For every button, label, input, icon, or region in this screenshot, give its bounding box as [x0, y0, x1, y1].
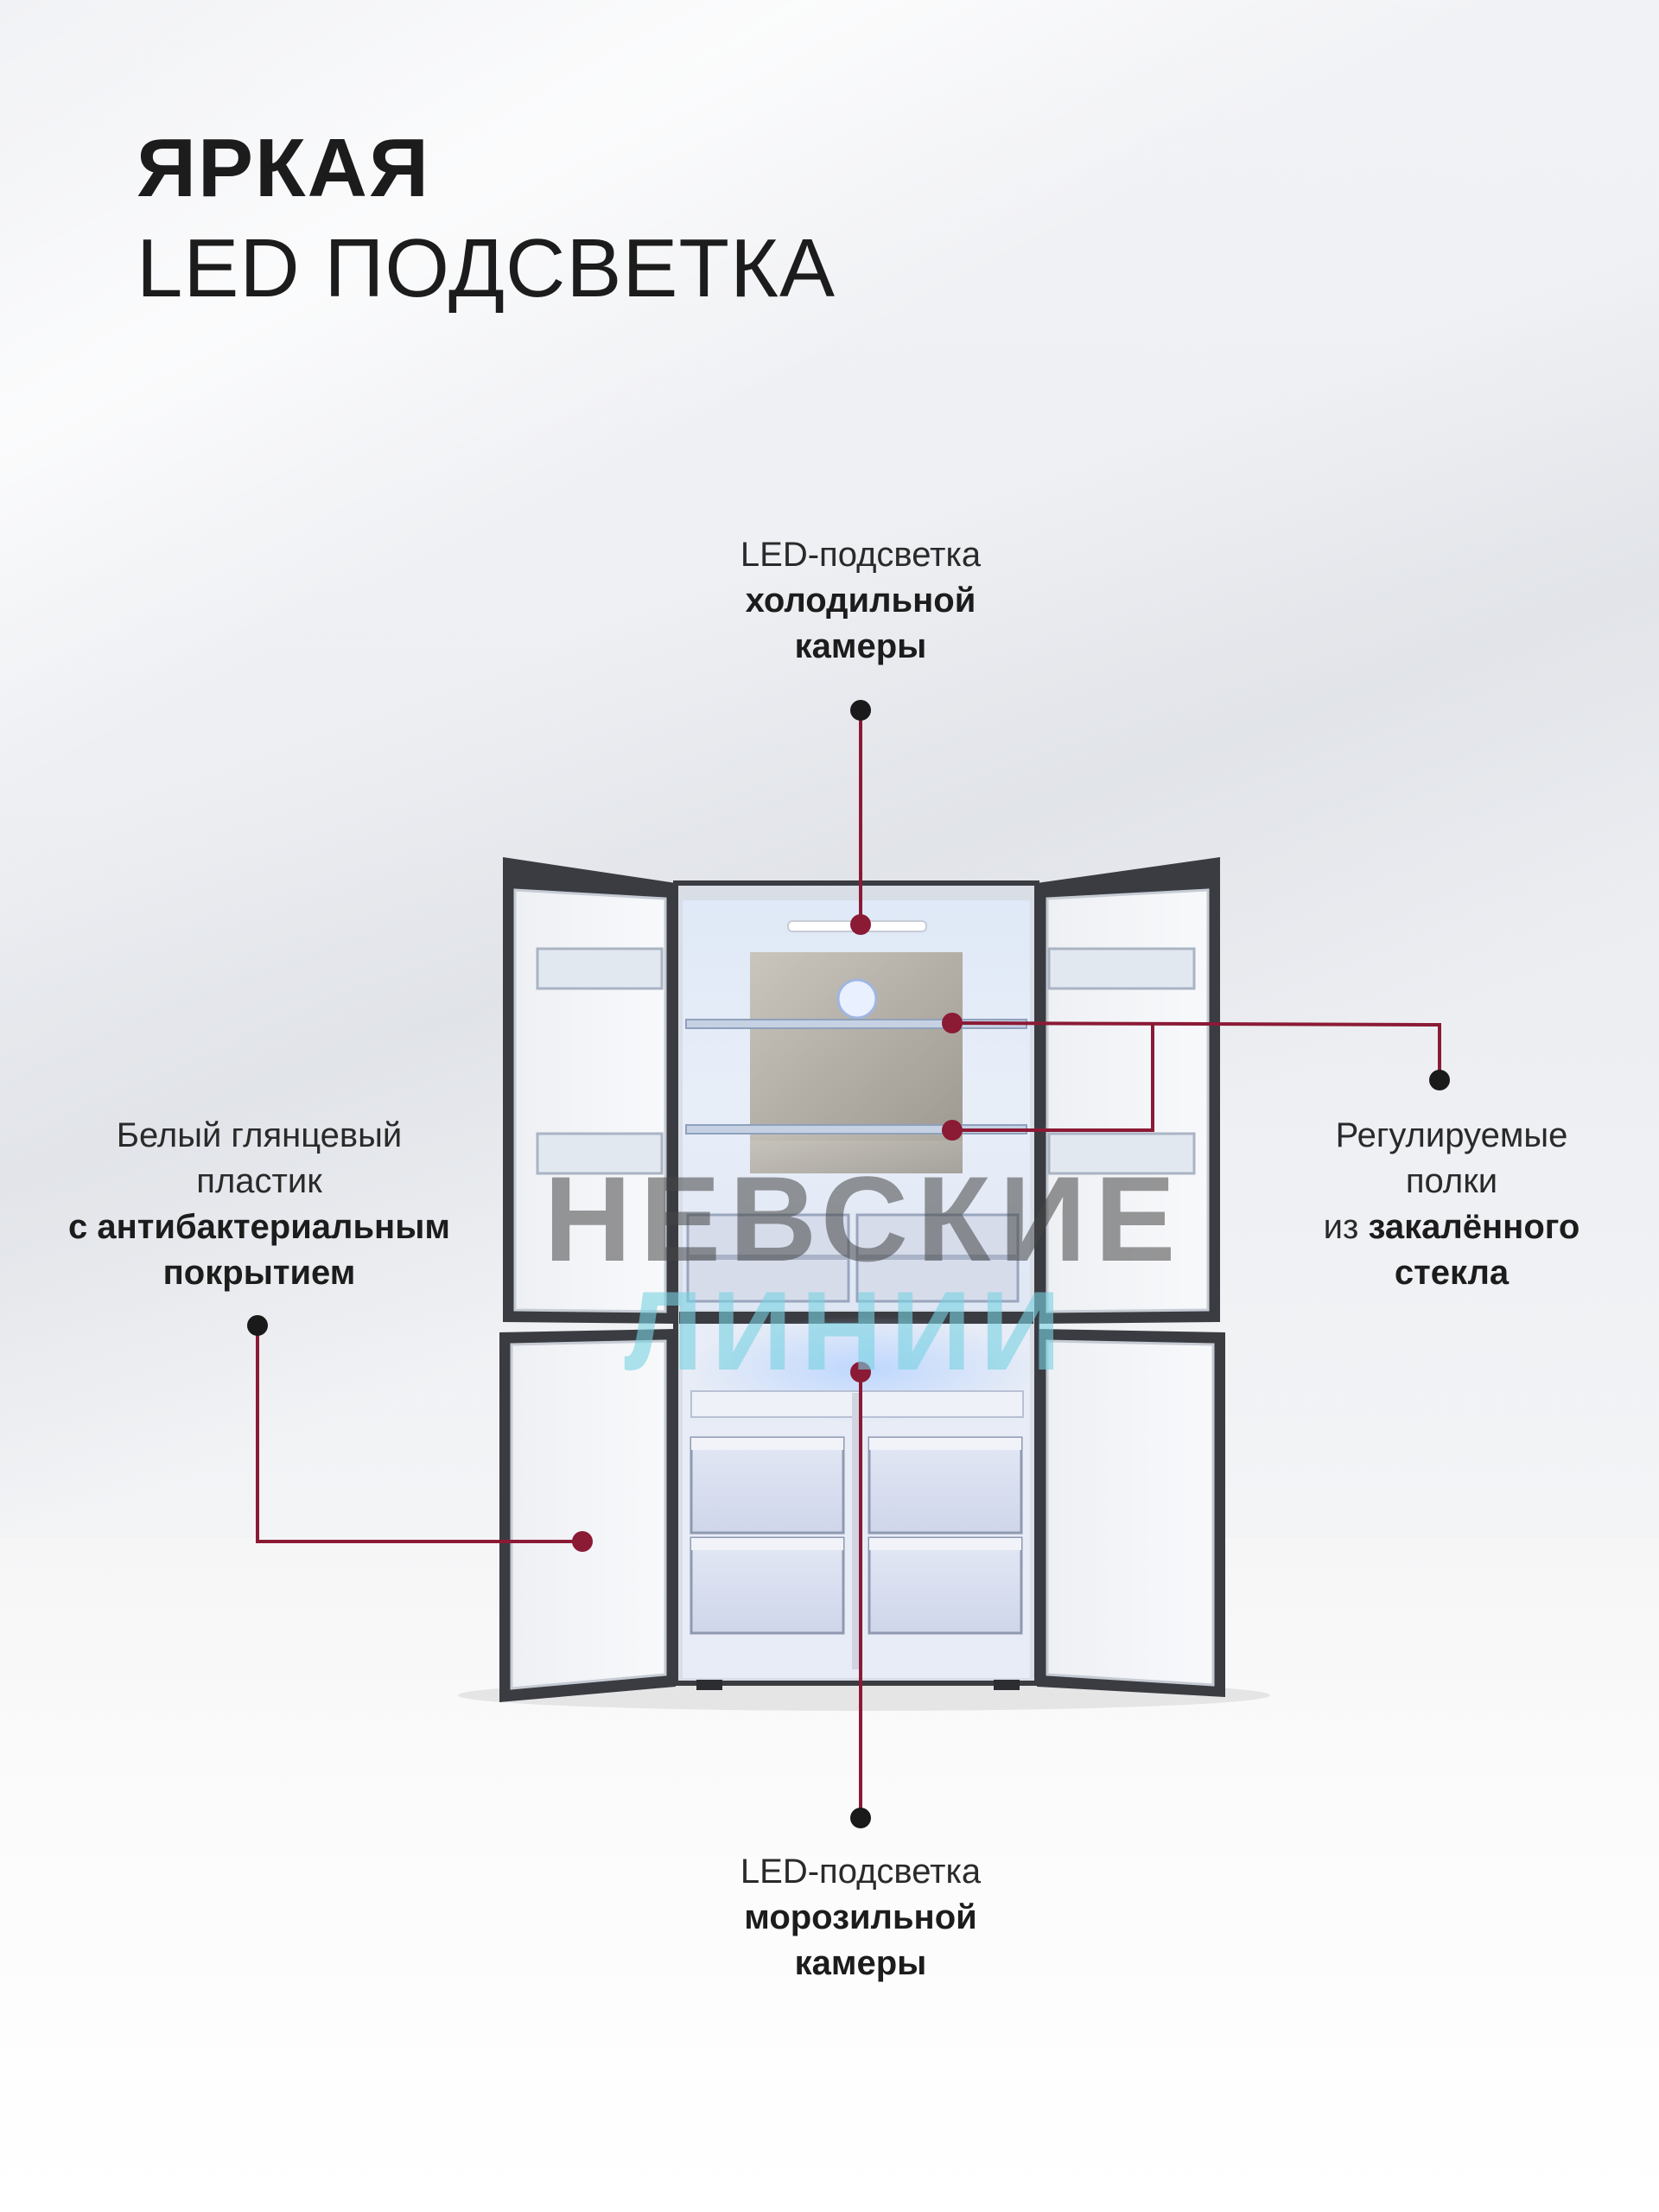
- fridge-foot: [696, 1680, 722, 1690]
- callout-fridge-light: LED-подсветка холодильной камеры: [648, 532, 1073, 670]
- callout-shelves-line4: стекла: [1394, 1254, 1510, 1292]
- door-bin: [536, 1132, 664, 1175]
- callout-fridge-light-line1: LED-подсветка: [740, 536, 982, 574]
- callout-plastic-line1: Белый глянцевый: [116, 1116, 403, 1154]
- right-lower-door-liner: [1046, 1339, 1215, 1687]
- drawer-rim: [869, 1438, 1021, 1450]
- callout-lines: [256, 710, 1441, 1818]
- headline-line2: LED ПОДСВЕТКА: [137, 222, 836, 315]
- callout-fridge-light-line3: камеры: [794, 627, 927, 665]
- door-bin: [536, 947, 664, 990]
- accent-dot: [850, 1362, 871, 1382]
- callout-shelves-line3: из закалённого: [1262, 1205, 1642, 1250]
- callout-fridge-light-line2: холодильной: [745, 582, 976, 620]
- callout-line-shelves: [951, 1021, 1441, 1080]
- callout-plastic: Белый глянцевый пластик с антибактериаль…: [17, 1113, 501, 1296]
- callout-plastic-line3: с антибактериальным: [68, 1208, 450, 1246]
- freezer-drawer: [868, 1436, 1023, 1535]
- freezer-drawer: [868, 1536, 1023, 1635]
- callout-line-plastic: [256, 1325, 582, 1543]
- callout-accent-dots: [572, 914, 963, 1552]
- crisper-trim: [688, 1255, 849, 1260]
- freezer-drawer: [690, 1436, 845, 1535]
- watermark-line2: ЛИНИИ: [624, 1268, 1070, 1394]
- callout-shelves-line1: Регулируемые: [1335, 1116, 1568, 1154]
- crisper-trim: [857, 1255, 1018, 1260]
- end-dot: [1429, 1070, 1450, 1090]
- control-badge: [836, 978, 878, 1020]
- end-dot: [247, 1315, 268, 1336]
- end-dot: [850, 1808, 871, 1828]
- door-bin: [1047, 947, 1196, 990]
- drawer-rim: [691, 1438, 843, 1450]
- door-bin: [1047, 1132, 1196, 1175]
- right-upper-door-liner: [1046, 888, 1210, 1313]
- callout-plastic-line4: покрытием: [162, 1254, 356, 1292]
- callout-shelves-line2: полки: [1405, 1162, 1498, 1200]
- callout-shelves: Регулируемые полки из закалённого стекла: [1262, 1113, 1642, 1296]
- callout-shelves-line3-prefix: из: [1323, 1208, 1369, 1246]
- callout-shelves-line3-bold: закалённого: [1368, 1208, 1580, 1246]
- accent-dot: [572, 1531, 593, 1552]
- callout-freezer-light: LED-подсветка морозильной камеры: [648, 1849, 1073, 1986]
- drawer-divider: [852, 1393, 861, 1669]
- callout-line-shelves-lower: [952, 1025, 1154, 1132]
- watermark-line1: НЕВСКИЕ: [543, 1151, 1185, 1287]
- callout-end-dots: [247, 700, 1450, 1828]
- accent-dot: [850, 914, 871, 935]
- drawer-rim: [869, 1538, 1021, 1550]
- end-dot: [850, 700, 871, 721]
- callout-freezer-light-line3: камеры: [794, 1944, 927, 1982]
- headline: ЯРКАЯ LED ПОДСВЕТКА: [137, 121, 836, 316]
- fridge-foot: [994, 1680, 1020, 1690]
- left-upper-door-liner: [513, 888, 667, 1313]
- callout-plastic-line2: пластик: [196, 1162, 322, 1200]
- freezer-drawer: [690, 1536, 845, 1635]
- headline-line1: ЯРКАЯ: [137, 122, 430, 214]
- left-lower-door-liner: [510, 1339, 667, 1690]
- callout-freezer-light-line1: LED-подсветка: [740, 1853, 982, 1891]
- accent-dot: [942, 1120, 963, 1141]
- callout-freezer-light-line2: морозильной: [744, 1898, 977, 1936]
- drawer-rim: [691, 1538, 843, 1550]
- accent-dot: [942, 1013, 963, 1033]
